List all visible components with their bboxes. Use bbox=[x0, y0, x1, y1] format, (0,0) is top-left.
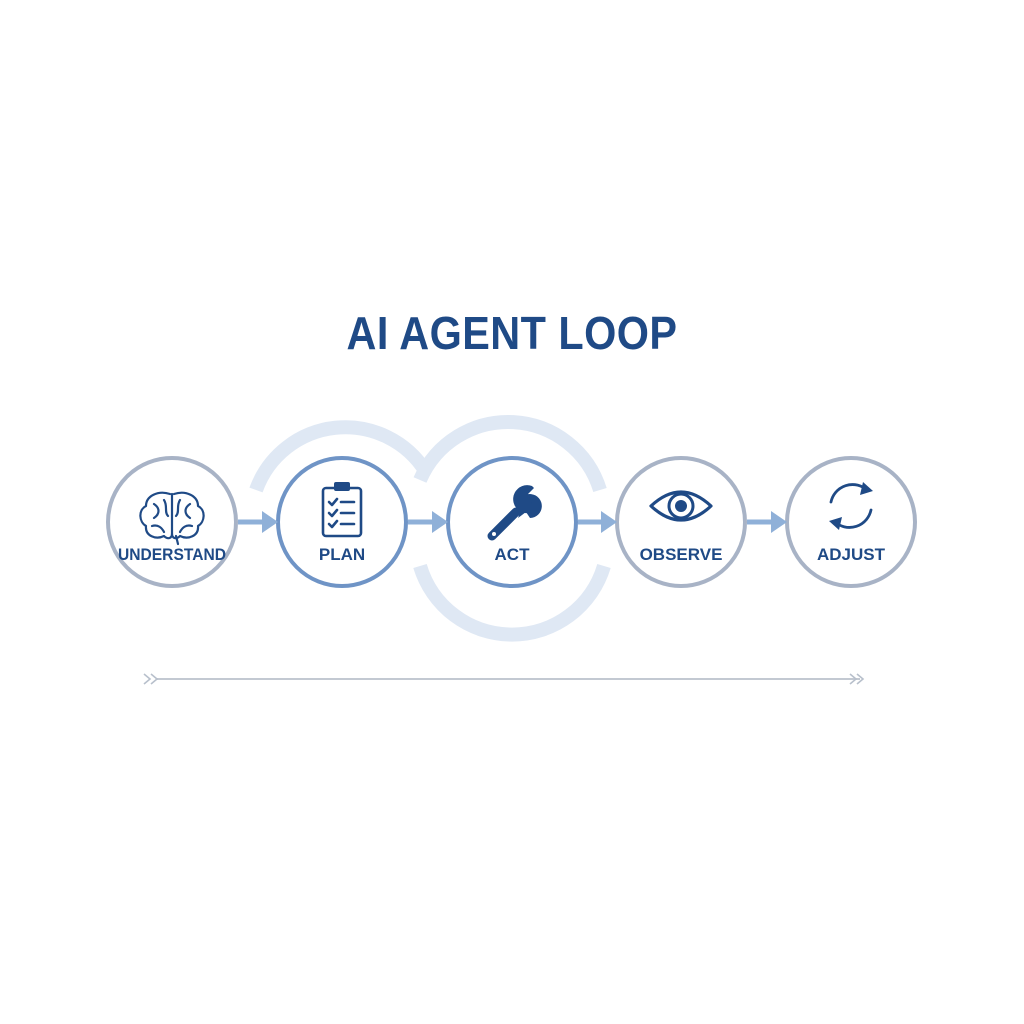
halo-group bbox=[249, 414, 611, 642]
step-node-plan: PLAN bbox=[276, 456, 408, 588]
step-label: OBSERVE bbox=[640, 545, 723, 564]
step-nodes: UNDERSTAND PLAN ACT OBSERVE ADJUST bbox=[106, 456, 917, 588]
step-node-adjust: ADJUST bbox=[785, 456, 917, 588]
step-node-observe: OBSERVE bbox=[615, 456, 747, 588]
step-ring bbox=[785, 456, 917, 588]
flow-arrow bbox=[408, 511, 448, 533]
step-label: ADJUST bbox=[817, 545, 886, 564]
refresh-icon bbox=[829, 482, 873, 530]
plan-halo-arc bbox=[249, 420, 432, 493]
act-halo-arc-bottom bbox=[413, 563, 611, 642]
wrench-icon bbox=[487, 485, 542, 541]
step-arrows bbox=[238, 511, 787, 533]
flow-arrow bbox=[747, 511, 787, 533]
timeline bbox=[143, 673, 865, 685]
step-ring bbox=[276, 456, 408, 588]
timeline-left-chevrons bbox=[143, 673, 159, 685]
brain-icon bbox=[139, 491, 205, 546]
step-label: PLAN bbox=[319, 545, 365, 564]
step-label: UNDERSTAND bbox=[118, 545, 226, 564]
step-node-understand: UNDERSTAND bbox=[106, 456, 238, 588]
step-label: ACT bbox=[495, 545, 531, 564]
timeline-right-chevrons bbox=[849, 673, 865, 685]
flow-arrow bbox=[238, 511, 278, 533]
flow-arrow bbox=[578, 511, 617, 533]
step-node-act: ACT bbox=[446, 456, 578, 588]
diagram-title: AI AGENT LOOP bbox=[346, 307, 678, 359]
eye-icon bbox=[649, 490, 713, 522]
step-ring bbox=[615, 456, 747, 588]
clipboard-checklist-icon bbox=[321, 482, 363, 538]
act-halo-arc-top bbox=[413, 414, 607, 493]
